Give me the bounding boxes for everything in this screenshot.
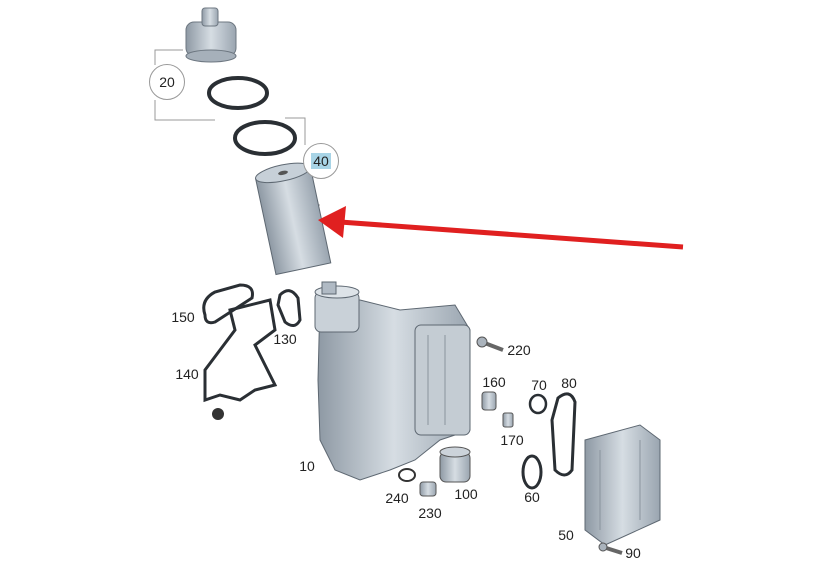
gasket-80-part <box>550 392 577 477</box>
callout-40-label: 40 <box>311 153 331 169</box>
callout-140: 140 <box>175 366 199 382</box>
callout-150: 150 <box>171 309 195 325</box>
gasket-60-part <box>521 454 543 490</box>
sensor-170-part <box>502 412 514 428</box>
seal-70-part <box>528 393 548 415</box>
callout-220: 220 <box>507 342 531 358</box>
callout-160: 160 <box>482 374 506 390</box>
callout-10: 10 <box>299 458 315 474</box>
callout-100: 100 <box>454 486 478 502</box>
callout-240: 240 <box>385 490 409 506</box>
callout-90: 90 <box>625 545 641 561</box>
bolt-220-part <box>476 336 504 352</box>
callout-60: 60 <box>524 489 540 505</box>
red-pointer-arrow <box>318 206 684 250</box>
plug-160-part <box>481 391 497 411</box>
o-ring-part <box>207 76 269 110</box>
gasket-140-part <box>203 298 278 403</box>
sensor-part <box>212 408 224 420</box>
seal-240-part <box>398 468 416 482</box>
callout-70: 70 <box>531 377 547 393</box>
callout-230: 230 <box>418 505 442 521</box>
callout-130: 130 <box>273 331 297 347</box>
oil-filter-element-part <box>255 162 332 276</box>
filter-cap-part <box>185 7 237 63</box>
plug-230-part <box>419 481 437 497</box>
callout-80: 80 <box>561 375 577 391</box>
oil-filter-housing-part <box>314 281 471 481</box>
bolt-90-part <box>598 542 623 555</box>
callout-20: 20 <box>149 64 185 100</box>
valve-100-part <box>439 446 471 483</box>
gasket-150-part <box>202 283 254 325</box>
callout-170: 170 <box>500 432 524 448</box>
gasket-130-part <box>276 289 302 327</box>
o-ring-part <box>233 120 297 156</box>
oil-cooler-part <box>584 424 661 546</box>
callout-50: 50 <box>558 527 574 543</box>
callout-40: 40 <box>303 143 339 179</box>
bracket-20 <box>154 49 215 121</box>
